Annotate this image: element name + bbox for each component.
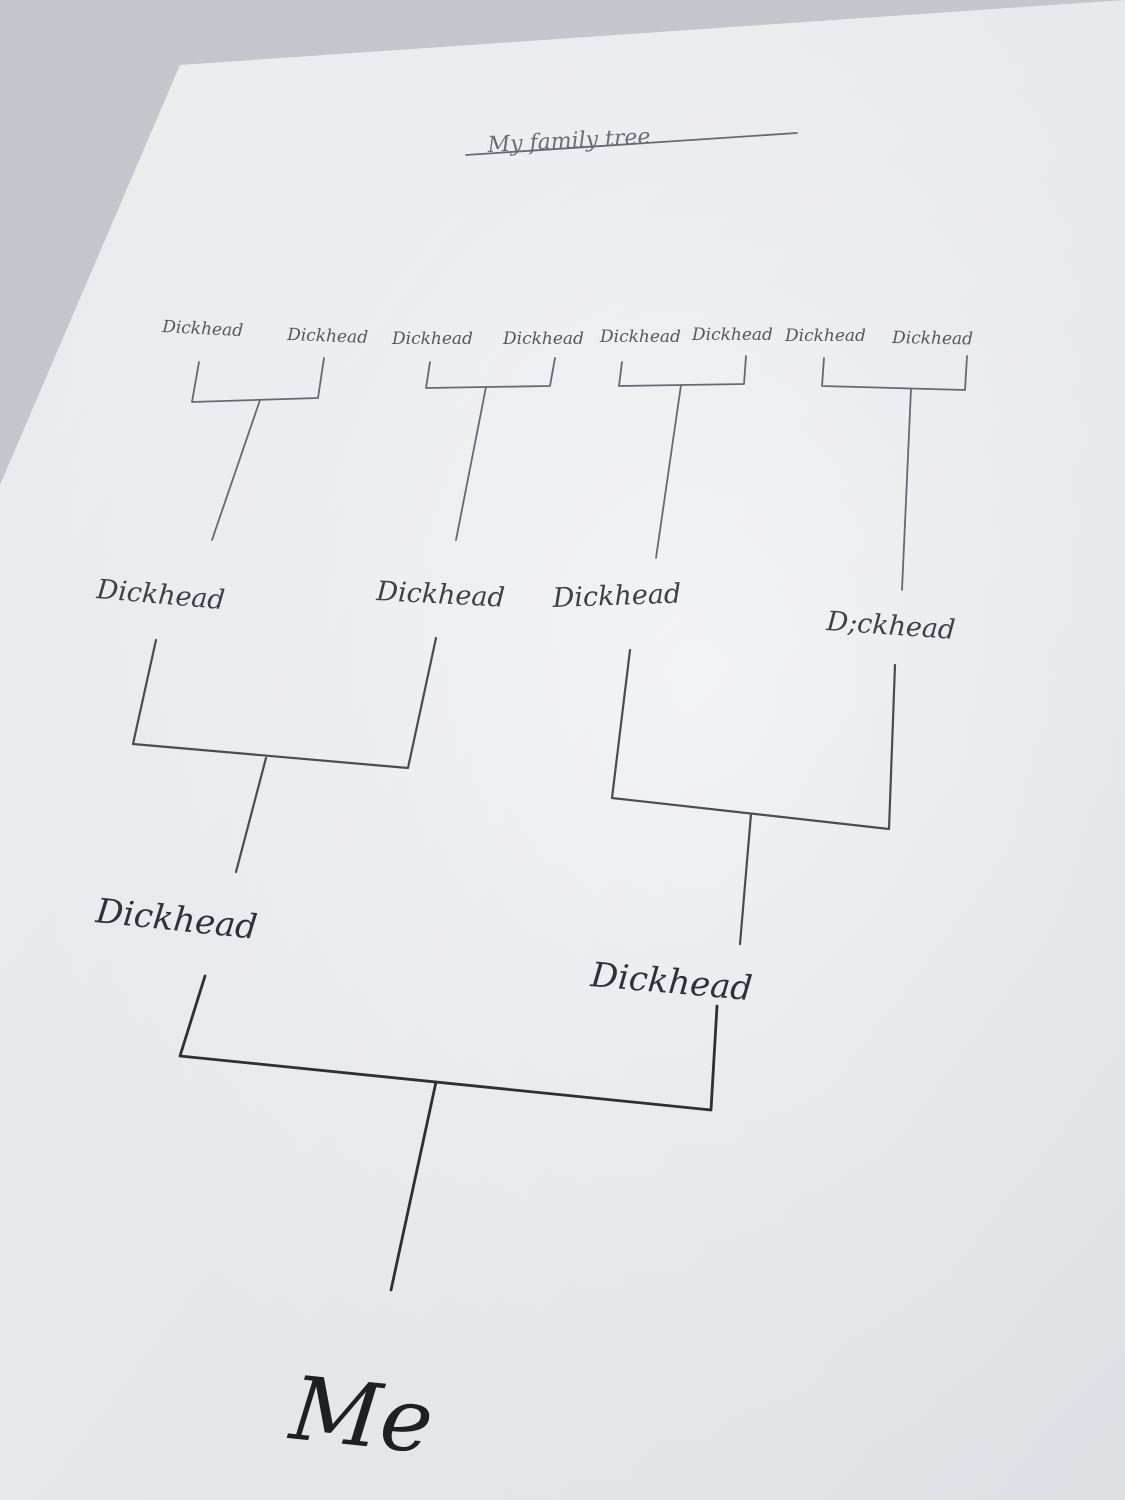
grandparent-name-1: Dickhead <box>161 317 244 341</box>
middle-bracket-left <box>131 636 438 770</box>
grandparent-name-7: Dickhead <box>784 326 866 346</box>
title-underline <box>465 132 798 156</box>
grandparent-name-6: Dickhead <box>691 325 773 345</box>
self-name: Me <box>284 1356 438 1474</box>
stem-gp-3 <box>655 384 682 559</box>
stem-gp-4 <box>901 388 912 591</box>
parent-bracket <box>178 974 719 1112</box>
middle-name-3: Dickhead <box>551 579 682 615</box>
grandparent-name-5: Dickhead <box>599 327 681 347</box>
grandparent-bracket-2 <box>425 357 556 389</box>
grandparent-name-4: Dickhead <box>502 329 584 349</box>
grandparent-bracket-1 <box>191 357 325 403</box>
middle-name-2: Dickhead <box>375 576 506 614</box>
stem-to-me <box>389 1080 438 1292</box>
grandparent-name-3: Dickhead <box>391 329 473 349</box>
grandparent-bracket-4 <box>821 355 968 391</box>
grandparent-name-2: Dickhead <box>286 325 369 348</box>
stem-middle-right <box>738 812 753 946</box>
stem-gp-1 <box>211 399 261 541</box>
stem-gp-2 <box>455 386 487 541</box>
stem-middle-left <box>234 756 268 874</box>
grandparent-name-8: Dickhead <box>891 328 973 349</box>
